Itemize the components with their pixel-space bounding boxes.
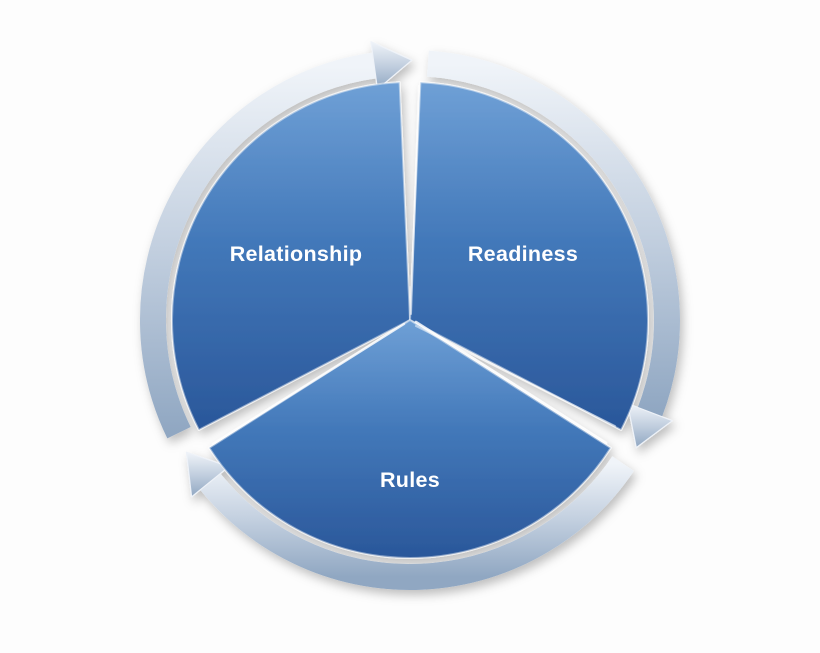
- segment-rules: [208, 319, 612, 559]
- arrow-ring: [139, 41, 680, 590]
- arrowhead-bottom-left-icon: [185, 451, 230, 498]
- ring-arc-readiness: [426, 50, 680, 417]
- segment-label-readiness: Readiness: [468, 242, 578, 266]
- arrowhead-top-icon: [370, 41, 413, 90]
- ring-arc-relationship: [139, 52, 377, 439]
- segment-label-relationship: Relationship: [230, 242, 363, 266]
- segment-label-rules: Rules: [380, 468, 440, 492]
- bevel-highlights: [211, 85, 616, 446]
- ring-arc-rules: [200, 456, 634, 590]
- segment-labels: Relationship Readiness Rules: [230, 242, 578, 492]
- segment-relationship: [170, 81, 411, 431]
- segments: [170, 81, 650, 559]
- segment-readiness: [409, 81, 650, 431]
- arrowhead-bottom-right-icon: [626, 402, 673, 449]
- highlight-top-gap: [410, 85, 420, 315]
- highlight-readiness-bottom-edge: [415, 325, 616, 427]
- diagram-body: Relationship Readiness Rules: [139, 41, 680, 590]
- highlight-rules-left-edge: [211, 322, 406, 446]
